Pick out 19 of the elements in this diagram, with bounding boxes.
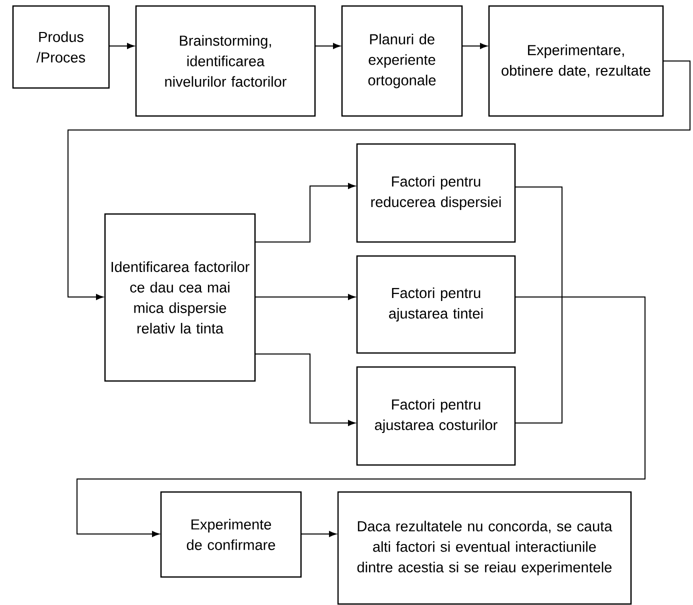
process-box: Factori pentru reducerea dispersiei [356, 143, 516, 243]
process-box: Factori pentru ajustarea tintei [356, 255, 516, 354]
arrow [68, 60, 690, 300]
arrow [314, 43, 340, 49]
process-box: Experimentare, obtinere date, rezultate [488, 5, 664, 117]
arrow [462, 43, 488, 49]
arrow [76, 296, 646, 537]
arrow [254, 294, 356, 300]
process-box: Identificarea factorilor ce dau cea mai mica dispersie relativ la tinta [104, 213, 256, 382]
process-box: Factori pentru ajustarea costurilor [356, 366, 516, 466]
arrow [108, 43, 134, 49]
process-box: Daca rezultatele nu concorda, se cauta alti factori si eventual interactiunile dintre acestia si se reiau experimentele [337, 491, 632, 605]
process-box: Experimente de confirmare [160, 491, 302, 578]
arrow [300, 531, 336, 537]
arrow [254, 183, 356, 242]
process-box: Produs /Proces [12, 5, 110, 89]
process-box: Brainstorming, identificarea nivelurilor factorilor [135, 5, 316, 117]
process-box: Planuri de experiente ortogonale [341, 5, 463, 117]
arrow [254, 354, 356, 426]
